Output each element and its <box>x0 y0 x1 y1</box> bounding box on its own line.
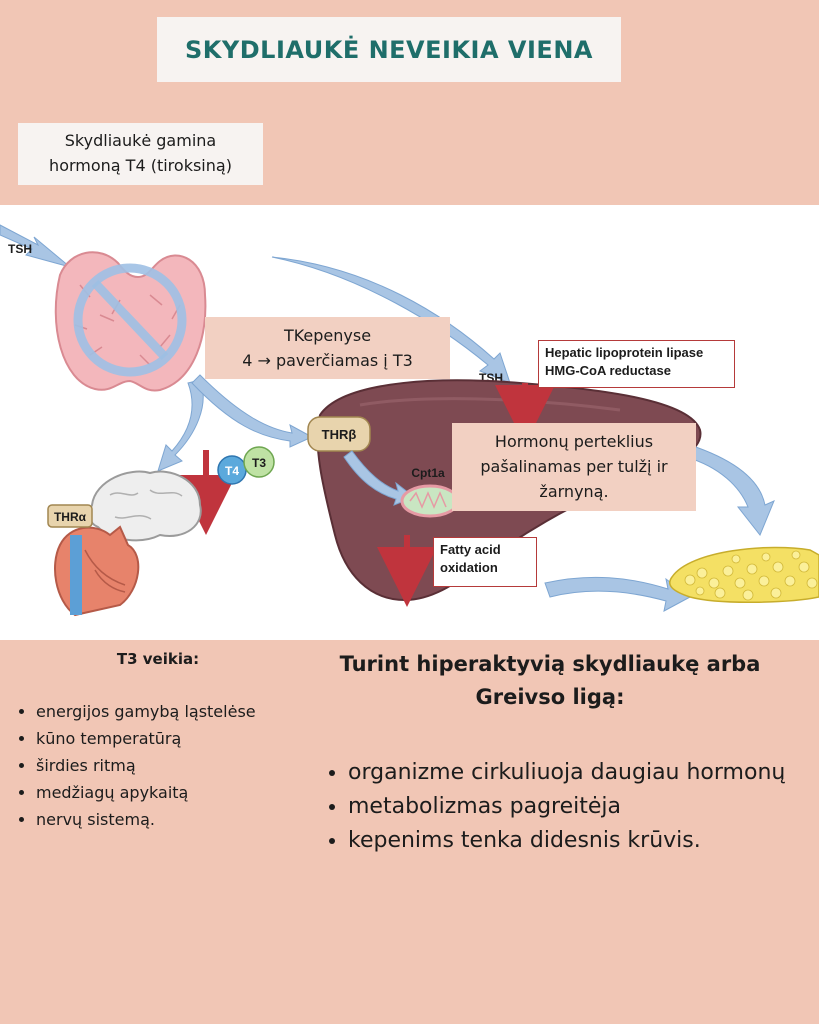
t4-bubble: T4 <box>217 455 247 485</box>
page-title: SKYDLIAUKĖ NEVEIKIA VIENA <box>185 35 593 64</box>
diagram-illustration: TSH TSH T4 T3 <box>0 224 819 617</box>
liver-box-line-1: TKepenyse <box>283 326 372 345</box>
fatty-acid-label-box: Fatty acid oxidation <box>433 537 537 587</box>
prohibited-icon <box>73 263 187 377</box>
arrow-to-mitochondria <box>343 450 415 506</box>
brain-heart-icon: THRα <box>47 470 202 617</box>
t3-label: T3 <box>252 456 266 470</box>
excretion-line-1: Hormonų perteklius <box>494 432 654 451</box>
hyperthyroid-heading: Turint hiperaktyvią skydliaukę arba Grei… <box>300 648 800 714</box>
liver-conversion-box: TKepenyse 4 → paverčiamas į T3 <box>205 317 450 379</box>
thyroid-gland <box>54 251 207 392</box>
tsh-label-left: TSH <box>8 242 32 256</box>
list-item: medžiagų apykaitą <box>36 779 336 806</box>
list-item: organizme cirkuliuoja daugiau hormonų <box>348 756 788 790</box>
thyroid-liver-diagram: TSH TSH T4 T3 <box>0 205 819 640</box>
arrow-to-intestine-upper <box>685 444 775 536</box>
list-item: metabolizmas pagreitėja <box>348 790 788 824</box>
hyper-heading-line-1: Turint hiperaktyvią skydliaukę arba <box>339 652 761 676</box>
intro-box: Skydliaukė gamina hormoną T4 (tiroksiną) <box>18 123 263 185</box>
thr-alpha-label: THRα <box>54 510 87 524</box>
intro-line-1: Skydliaukė gamina <box>64 131 217 150</box>
tsh-arrow-left: TSH <box>0 224 71 268</box>
fatty-line-1: Fatty acid <box>440 542 501 557</box>
list-item: kūno temperatūrą <box>36 725 336 752</box>
list-item: širdies ritmą <box>36 752 336 779</box>
thr-beta-receptor: THRβ <box>307 416 371 452</box>
lipase-label-box: Hepatic lipoprotein lipase HMG-CoA reduc… <box>538 340 735 388</box>
hyper-heading-line-2: Greivso ligą: <box>475 685 625 709</box>
lipase-line-1: Hepatic lipoprotein lipase <box>545 345 704 360</box>
t3-effects-list: energijos gamybą ląstelėse kūno temperat… <box>12 698 336 833</box>
intro-line-2: hormoną T4 (tiroksiną) <box>49 156 232 175</box>
t3-bubble: T3 <box>243 446 275 478</box>
list-item: kepenims tenka didesnis krūvis. <box>348 824 788 858</box>
excretion-line-2: pašalinamas per tulžį ir <box>480 457 668 476</box>
lipase-line-2: HMG-CoA reductase <box>545 363 671 378</box>
fatty-line-2: oxidation <box>440 560 498 575</box>
hyperthyroid-effects-list: organizme cirkuliuoja daugiau hormonų me… <box>322 756 788 858</box>
liver-box-line-2: 4 → paverčiamas į T3 <box>242 351 413 370</box>
arrow-to-liver-thr <box>191 374 314 448</box>
excretion-line-3: žarnyną. <box>539 482 609 501</box>
arrow-to-intestine-lower <box>544 576 691 612</box>
excretion-box: Hormonų perteklius pašalinamas per tulžį… <box>452 423 696 511</box>
arrow-to-heart <box>157 379 204 472</box>
title-box: SKYDLIAUKĖ NEVEIKIA VIENA <box>157 17 621 82</box>
bile-fat-globules <box>669 546 819 603</box>
list-item: energijos gamybą ląstelėse <box>36 698 336 725</box>
list-item: nervų sistemą. <box>36 806 336 833</box>
cpt1a-label: Cpt1a <box>411 466 445 480</box>
mitochondria-icon: Cpt1a <box>400 466 460 518</box>
t3-heading: T3 veikia: <box>116 650 200 668</box>
thr-beta-label: THRβ <box>322 427 357 442</box>
t4-label: T4 <box>225 464 239 478</box>
